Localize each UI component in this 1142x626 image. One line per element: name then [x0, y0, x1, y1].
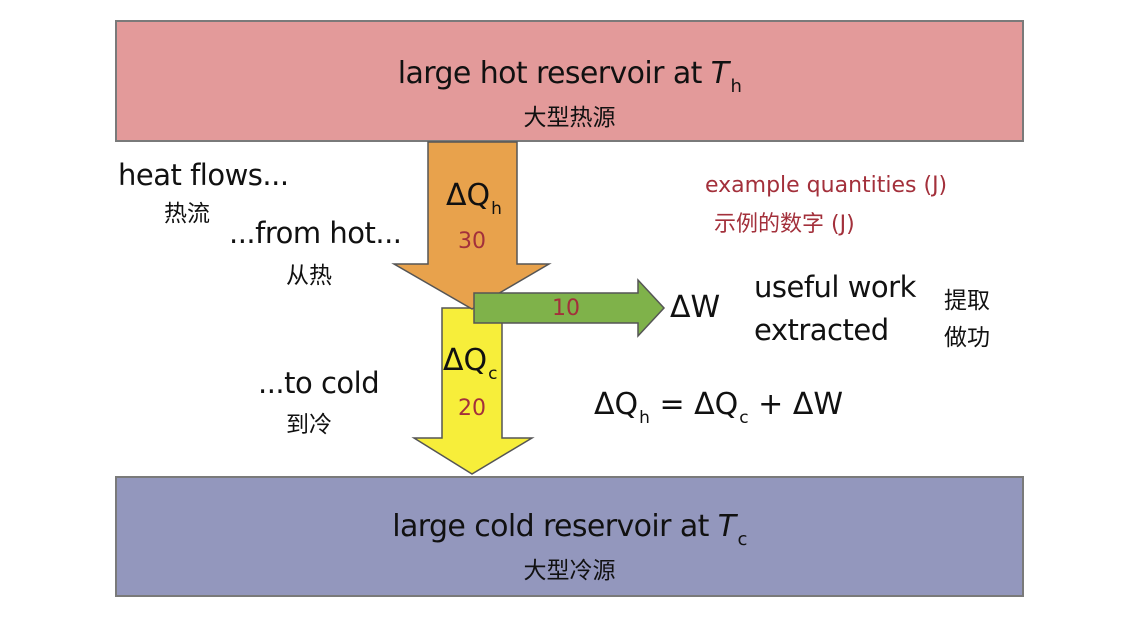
- from-hot-zh-label: 从热: [286, 263, 332, 289]
- work-symbol: ΔW: [670, 290, 721, 325]
- work-arrow: [473, 278, 666, 338]
- extracted-label: extracted: [754, 313, 889, 347]
- useful-work-label: useful work: [754, 270, 916, 304]
- energy-equation: ΔQh = ΔQc + ΔW: [594, 387, 844, 428]
- cold-flow-arrow: [411, 307, 535, 475]
- work-value: 10: [552, 296, 580, 321]
- work-zh-label-1: 提取: [944, 288, 990, 314]
- cold-flow-symbol: ΔQc: [443, 343, 498, 384]
- to-cold-label: ...to cold: [258, 366, 380, 400]
- heat-flows-zh-label: 热流: [164, 201, 210, 227]
- heat-flows-label: heat flows...: [118, 158, 289, 192]
- hot-reservoir-subtitle: 大型热源: [523, 105, 616, 131]
- from-hot-label: ...from hot...: [229, 216, 402, 250]
- hot-flow-value: 30: [458, 229, 486, 254]
- to-cold-zh-label: 到冷: [286, 412, 332, 438]
- hot-flow-symbol: ΔQh: [446, 178, 502, 219]
- example-quantities-label: example quantities (J): [705, 173, 948, 198]
- cold-flow-value: 20: [458, 396, 486, 421]
- hot-temperature-symbol: T: [710, 56, 729, 91]
- cold-reservoir-subtitle: 大型冷源: [523, 558, 616, 584]
- hot-flow-arrow: [391, 141, 552, 310]
- example-quantities-zh-label: 示例的数字 (J): [714, 212, 855, 237]
- cold-temperature-symbol: T: [717, 509, 736, 544]
- work-zh-label-2: 做功: [944, 325, 990, 351]
